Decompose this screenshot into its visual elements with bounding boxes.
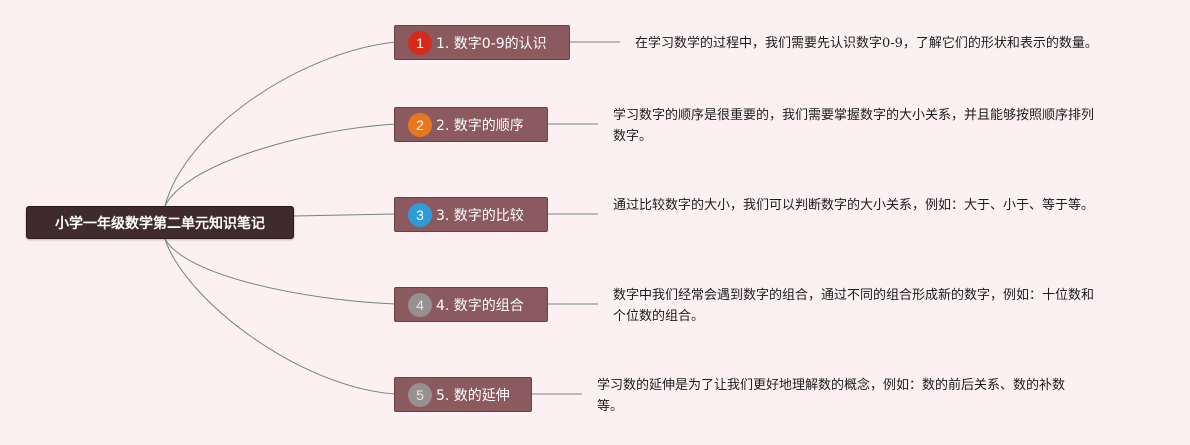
number-2-icon: 2 (408, 112, 432, 137)
topic-note-1: 在学习数学的过程中，我们需要先认识数字0-9，了解它们的形状和表示的数量。 (635, 36, 1098, 51)
branch-connector-3 (293, 213, 397, 217)
topic-node-3[interactable]: 3 3. 数字的比较 (394, 197, 548, 232)
branch-connector-4 (164, 238, 397, 305)
topic-note-3: 通过比较数字的大小，我们可以判断数字的大小关系，例如：大于、小于、等于等。 (613, 198, 1095, 213)
topic-note-5: 学习数的延伸是为了让我们更好地理解数的概念，例如：数的前后关系、数的补数等。 (597, 378, 1066, 414)
topic-node-5[interactable]: 5 5. 数的延伸 (394, 377, 532, 412)
root-topic-label: 小学一年级数学第二单元知识笔记 (55, 215, 265, 232)
branch-connector-5 (164, 238, 397, 395)
root-topic[interactable]: 小学一年级数学第二单元知识笔记 (26, 206, 294, 239)
number-5-icon: 5 (408, 382, 432, 407)
topic-node-2[interactable]: 2 2. 数字的顺序 (394, 107, 548, 142)
topic-node-4[interactable]: 4 4. 数字的组合 (394, 287, 548, 322)
number-1-icon: 1 (408, 30, 432, 55)
topic-node-1[interactable]: 1 1. 数字0-9的认识 (394, 25, 570, 60)
topic-label-3: 3. 数字的比较 (436, 207, 524, 224)
topic-note-4: 数字中我们经常会遇到数字的组合，通过不同的组合形成新的数字，例如：十位数和个位数… (613, 288, 1095, 324)
topic-note-2: 学习数字的顺序是很重要的，我们需要掌握数字的大小关系，并且能够按照顺序排列数字。 (613, 108, 1095, 144)
number-3-icon: 3 (408, 202, 432, 227)
topic-label-4: 4. 数字的组合 (436, 297, 524, 314)
branch-connector-2 (164, 123, 397, 207)
topic-label-5: 5. 数的延伸 (436, 387, 510, 404)
topic-label-2: 2. 数字的顺序 (436, 117, 524, 134)
number-4-icon: 4 (408, 292, 432, 317)
branch-connector-1 (164, 41, 397, 207)
topic-label-1: 1. 数字0-9的认识 (436, 35, 547, 52)
